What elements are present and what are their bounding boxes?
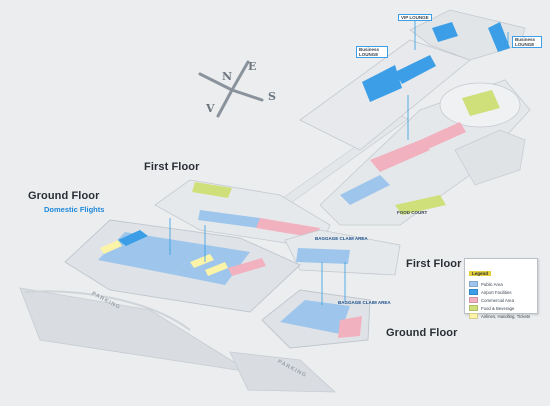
legend-swatch-facilities <box>469 289 478 295</box>
ground-floor-yellow-3 <box>205 262 228 276</box>
compass-west: V <box>206 102 215 115</box>
legend-swatch-food <box>469 305 478 311</box>
legend-item: Commercial Area <box>469 296 533 304</box>
business-lounge-right-label: Business LOUNGE <box>512 36 542 48</box>
compass-arrow-icon <box>198 60 264 118</box>
map-legend: Legend Public Area Airport Facilities Co… <box>464 258 538 319</box>
ground-floor-facilities <box>118 230 148 246</box>
first-floor-right-title: First Floor <box>406 258 462 270</box>
ground-floor-right-title: Ground Floor <box>386 327 458 339</box>
legend-title: Legend <box>469 271 492 276</box>
legend-label: Airlines, Handling, Tickets <box>481 313 531 319</box>
business-lounge-block-right <box>488 22 510 52</box>
first-floor-green <box>192 182 232 198</box>
satellite-commercial-2 <box>420 122 466 150</box>
legend-item: Airport Facilities <box>469 288 533 296</box>
first-floor-public <box>198 210 260 228</box>
baggage-claim-lower-label: BAGGAGE CLAIM AREA <box>338 300 391 305</box>
legend-item: Food & Beverage <box>469 304 533 312</box>
domestic-flights-label: Domestic Flights <box>44 205 105 214</box>
legend-label: Food & Beverage <box>481 305 515 311</box>
satellite-green-area <box>462 90 500 116</box>
legend-swatch-commercial <box>469 297 478 303</box>
baggage-area-upper <box>296 248 350 264</box>
satellite-public <box>340 175 390 205</box>
legend-label: Commercial Area <box>481 297 514 303</box>
satellite-food-court <box>395 195 446 215</box>
food-court-label: FOOD COURT <box>397 210 428 215</box>
legend-item: Airlines, Handling, Tickets <box>469 312 533 320</box>
legend-swatch-public <box>469 281 478 287</box>
first-floor-left-title: First Floor <box>144 161 200 173</box>
road-curve <box>24 290 191 331</box>
legend-label: Airport Facilities <box>481 289 512 295</box>
compass-north: N <box>222 70 233 83</box>
parking-area-right <box>229 351 337 393</box>
baggage-claim-upper-label: BAGGAGE CLAIM AREA <box>315 236 368 241</box>
vip-lounge-block <box>432 22 458 42</box>
business-lounge-left-label: Business LOUNGE <box>356 46 388 58</box>
legend-label: Public Area <box>481 281 503 287</box>
satellite-wing <box>454 129 526 186</box>
pier-floor-blue <box>395 55 436 84</box>
business-lounge-block-left <box>362 65 402 102</box>
ground-floor-right-commercial <box>338 316 362 338</box>
compass-east: E <box>248 60 257 73</box>
ground-floor-commercial <box>228 258 266 276</box>
legend-item: Public Area <box>469 280 533 288</box>
satellite-commercial-1 <box>370 140 430 172</box>
legend-swatch-airlines <box>469 313 478 319</box>
compass-south: S <box>268 90 276 103</box>
ground-floor-yellow-2 <box>190 254 214 268</box>
ground-floor-right-public <box>280 300 350 334</box>
ground-floor-public-2 <box>175 244 250 285</box>
ground-floor-yellow-1 <box>100 240 122 254</box>
ground-floor-left-title: Ground Floor <box>28 190 100 202</box>
vip-lounge-label: VIP LOUNGE <box>398 14 432 21</box>
first-floor-commercial <box>256 218 320 238</box>
